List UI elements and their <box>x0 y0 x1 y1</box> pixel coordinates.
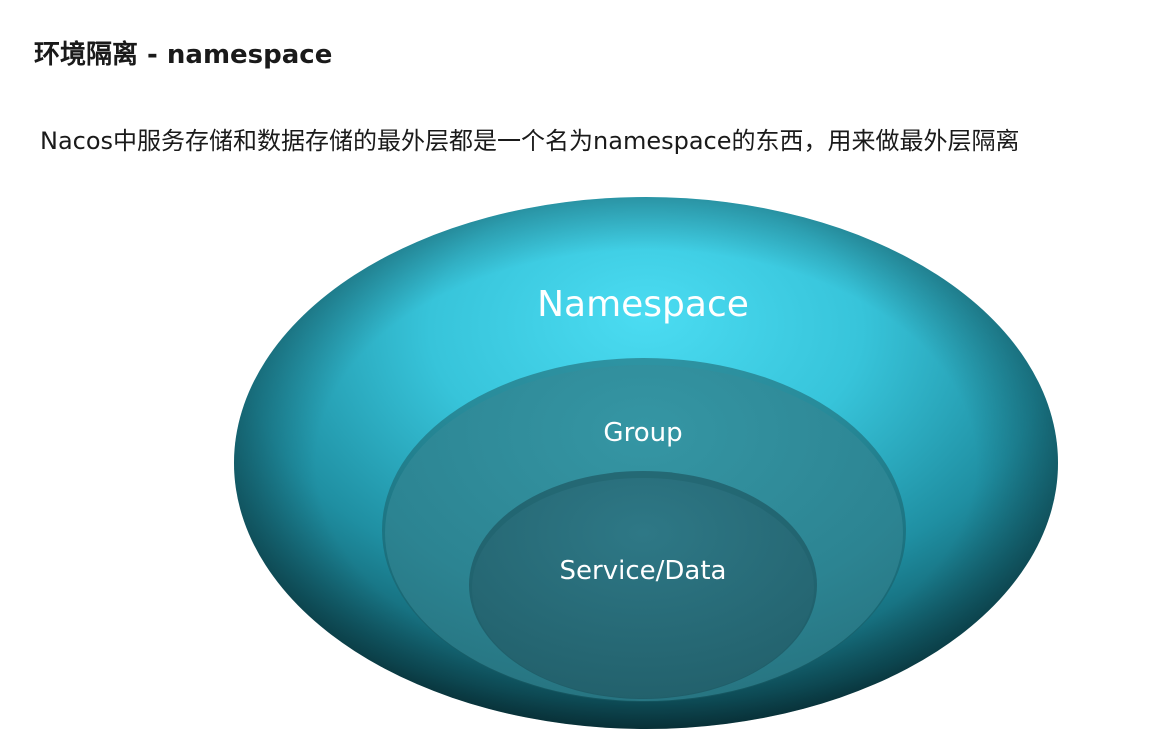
service-data-label: Service/Data <box>560 556 727 586</box>
service-data-ellipse <box>472 478 814 698</box>
page-title: 环境隔离 - namespace <box>34 40 333 70</box>
namespace-label: Namespace <box>537 284 749 325</box>
page-subtitle: Nacos中服务存储和数据存储的最外层都是一个名为namespace的东西，用来… <box>40 127 1020 155</box>
group-label: Group <box>603 418 682 448</box>
